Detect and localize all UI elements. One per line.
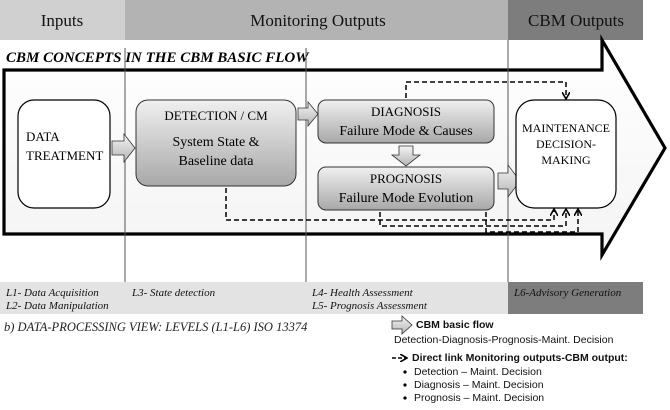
legend-item-diagnosis: Diagnosis – Maint. Decision [414, 379, 544, 391]
level-l6: L6-Advisory Generation [513, 287, 622, 299]
dashed-link-prognosis-to-maintenance [485, 210, 578, 233]
legend-basic-flow-subtitle: Detection-Diagnosis-Prognosis-Maint. Dec… [394, 334, 614, 346]
diagnosis-title: DIAGNOSIS [371, 104, 441, 119]
legend-bullet [403, 396, 407, 400]
maintenance-line3: MAKING [541, 153, 591, 167]
header-monitoring-cell [125, 0, 508, 40]
flow-arrow-detection-to-diagnosis [297, 100, 319, 128]
levels-row: L1- Data Acquisition L2- Data Manipulati… [0, 282, 643, 314]
legend-item-prognosis: Prognosis – Maint. Decision [414, 392, 545, 404]
dashed-link-diagnosis-to-maintenance [405, 81, 566, 98]
legend-bullet [403, 383, 407, 387]
diagnosis-box [317, 99, 495, 144]
flow-arrow-data-to-detection [111, 132, 136, 164]
cbm-flow-big-arrow [2, 34, 667, 261]
detection-body-line1: System State & [172, 135, 259, 150]
level-cell-l6 [508, 282, 643, 314]
header-cbm-cell [508, 0, 643, 40]
detection-box [135, 99, 297, 187]
data-treatment-line2: TREATMENT [26, 148, 103, 163]
level-l5: L5- Prognosis Assessment [311, 300, 428, 312]
level-l3: L3- State detection [131, 287, 216, 299]
level-cell-l1-l2 [0, 282, 125, 314]
flow-arrow-diagnosis-to-prognosis [390, 145, 422, 167]
legend-basic-flow-arrow-icon [391, 315, 413, 335]
level-cell-l4-l5 [306, 282, 508, 314]
flow-arrow-prognosis-to-maintenance [497, 163, 521, 199]
legend-basic-flow-title: CBM basic flow [416, 319, 494, 331]
header-inputs-label: Inputs [41, 11, 84, 30]
diagnosis-body: Failure Mode & Causes [339, 124, 472, 139]
banner-title: CBM CONCEPTS IN THE CBM BASIC FLOW [6, 50, 310, 66]
dashed-link-detection-to-maintenance [225, 188, 554, 221]
legend-item-detection: Detection – Maint. Decision [414, 366, 542, 378]
legend-direct-link-title: Direct link Monitoring outputs-CBM outpu… [412, 352, 628, 364]
data-treatment-line1: DATA [26, 129, 60, 144]
prognosis-title: PROGNOSIS [370, 171, 442, 186]
level-l4: L4- Health Assessment [311, 287, 414, 299]
prognosis-body: Failure Mode Evolution [339, 191, 474, 206]
detection-title: DETECTION / CM [164, 108, 268, 123]
maintenance-line1: MAINTENANCE [522, 121, 610, 135]
header-inputs-cell [0, 0, 125, 40]
maintenance-line2: DECISION- [536, 137, 596, 151]
level-l1: L1- Data Acquisition [5, 287, 99, 299]
detection-body-line2: Baseline data [178, 154, 254, 169]
header-bar: Inputs Monitoring Outputs CBM Outputs [0, 0, 643, 40]
data-treatment-box [17, 99, 111, 209]
figure-caption: b) DATA-PROCESSING VIEW: LEVELS (L1-L6) … [4, 320, 307, 334]
dashed-link-prognosis-to-maintenance-b [379, 210, 566, 227]
level-cell-l3 [125, 282, 306, 314]
header-cbm-label: CBM Outputs [528, 11, 624, 30]
prognosis-box [317, 166, 495, 211]
header-monitoring-label: Monitoring Outputs [250, 11, 386, 30]
legend-bullet [403, 370, 407, 374]
level-l2: L2- Data Manipulation [5, 300, 109, 312]
